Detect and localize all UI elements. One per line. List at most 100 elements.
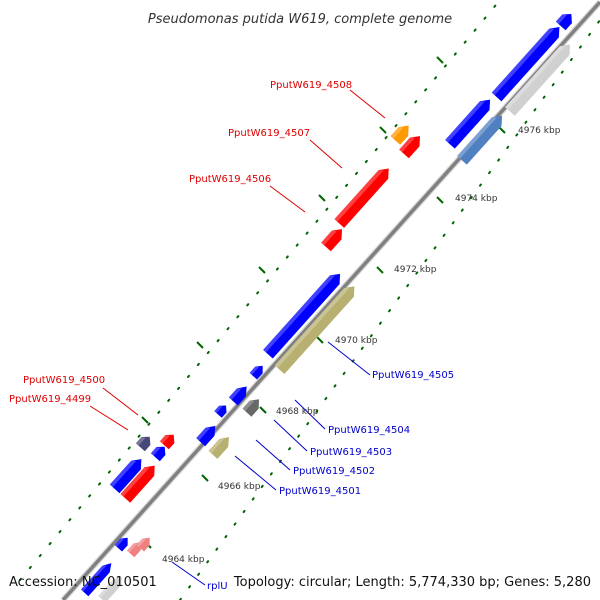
tick-mark [201,474,209,482]
gene-bar[interactable] [120,461,159,503]
gene-highlight [120,467,150,497]
leader-line [102,387,139,416]
gene-bar[interactable] [150,443,169,462]
gene-label-4506[interactable]: PputW619_4506 [189,174,271,185]
gene-bar[interactable] [399,132,425,159]
gene-arrow[interactable] [321,225,347,252]
gene-highlight [208,439,225,454]
gene-arrow[interactable] [109,455,146,494]
gene-labels: PputW619_4508 PputW619_4507 PputW619_450… [9,80,454,592]
gene-bar[interactable] [159,431,178,450]
gene-highlight [114,538,124,547]
tick-mark [498,126,506,134]
gene-bar[interactable] [445,95,495,149]
gene-bar[interactable] [321,225,347,252]
gene-highlight [334,170,384,222]
gene-bar[interactable] [109,455,146,494]
gene-bar[interactable] [263,269,345,359]
gene-arrow[interactable] [136,534,154,552]
gene-arrow[interactable] [196,422,220,447]
gene-highlight [263,275,335,353]
gene-highlight [80,565,107,592]
tick-mark [316,336,324,344]
gene-arrow[interactable] [399,132,425,159]
gene-arrow[interactable] [114,534,132,552]
gene-arrow[interactable] [135,433,154,452]
gene-bar[interactable] [136,534,154,552]
gene-bar[interactable] [390,121,413,145]
tick-mark [436,56,444,64]
gene-arrow[interactable] [120,461,159,503]
gene-bar[interactable] [135,433,154,452]
gene-label-4500[interactable]: PputW619_4500 [23,375,105,386]
leader-line [269,185,306,213]
gene-highlight [135,436,146,446]
gene-bar[interactable] [114,534,132,552]
gene-highlight [505,46,565,110]
gene-arrow[interactable] [491,23,564,102]
tick-marks [141,56,506,549]
tick-label-4964: 4964 kbp [162,555,205,565]
dotted-guide [179,19,600,600]
gene-highlight [555,14,567,25]
gene-arrow[interactable] [150,443,169,462]
gene-arrow[interactable] [334,164,393,228]
gene-highlight [242,400,255,412]
gene-bar[interactable] [249,362,267,380]
gene-arrow[interactable] [555,10,576,31]
gene-arrow[interactable] [249,362,267,380]
gene-label-rplU[interactable]: rplU [207,581,228,592]
tick-mark [258,266,266,274]
gene-label-4507[interactable]: PputW619_4507 [228,128,310,139]
leader-line [273,419,308,452]
gene-bar[interactable] [98,573,125,600]
gene-bar[interactable] [208,433,234,459]
tick-label-4970: 4970 kbp [335,336,378,346]
gene-label-4508[interactable]: PputW619_4508 [270,80,352,91]
gene-bar[interactable] [214,402,229,418]
gene-highlight [196,427,211,441]
gene-highlight [150,446,161,456]
tick-label-4966: 4966 kbp [218,482,261,492]
gene-arrow[interactable] [457,111,507,165]
gene-arrow[interactable] [80,560,115,597]
gene-arrow[interactable] [274,282,360,375]
gene-bar[interactable] [228,383,251,406]
gene-bar[interactable] [505,40,575,116]
gene-label-4504[interactable]: PputW619_4504 [328,425,410,436]
gene-arrow[interactable] [242,395,264,417]
gene-arrow[interactable] [390,121,413,145]
gene-label-4501[interactable]: PputW619_4501 [279,486,361,497]
gene-arrow[interactable] [98,573,125,600]
map-title: Pseudomonas putida W619, complete genome [148,12,452,27]
gene-bar[interactable] [274,282,360,375]
gene-bar[interactable] [457,111,507,165]
gene-bar[interactable] [242,395,264,417]
gene-arrow[interactable] [214,402,229,418]
gene-highlight [249,366,259,375]
gene-highlight [321,230,337,246]
leader-line [349,89,386,119]
gene-bar[interactable] [196,422,220,447]
gene-arrow[interactable] [159,431,178,450]
gene-bar[interactable] [80,560,115,597]
gene-label-4505[interactable]: PputW619_4505 [372,370,454,381]
gene-arrow[interactable] [263,269,345,359]
gene-label-4499[interactable]: PputW619_4499 [9,394,91,405]
topology-text: Topology: circular; Length: 5,774,330 bp… [233,575,591,590]
leader-line [171,561,206,586]
tick-mark [259,406,267,414]
gene-arrow[interactable] [445,95,495,149]
dotted-guides [19,0,600,600]
gene-bar[interactable] [334,164,393,228]
gene-label-4503[interactable]: PputW619_4503 [310,447,392,458]
gene-bar[interactable] [491,23,564,102]
gene-arrow[interactable] [228,383,251,406]
gene-highlight [228,388,242,400]
gene-arrow[interactable] [208,433,234,459]
gene-arrow[interactable] [505,40,575,116]
gene-bar[interactable] [555,10,576,31]
tick-mark [318,194,326,202]
gene-label-4502[interactable]: PputW619_4502 [293,466,375,477]
